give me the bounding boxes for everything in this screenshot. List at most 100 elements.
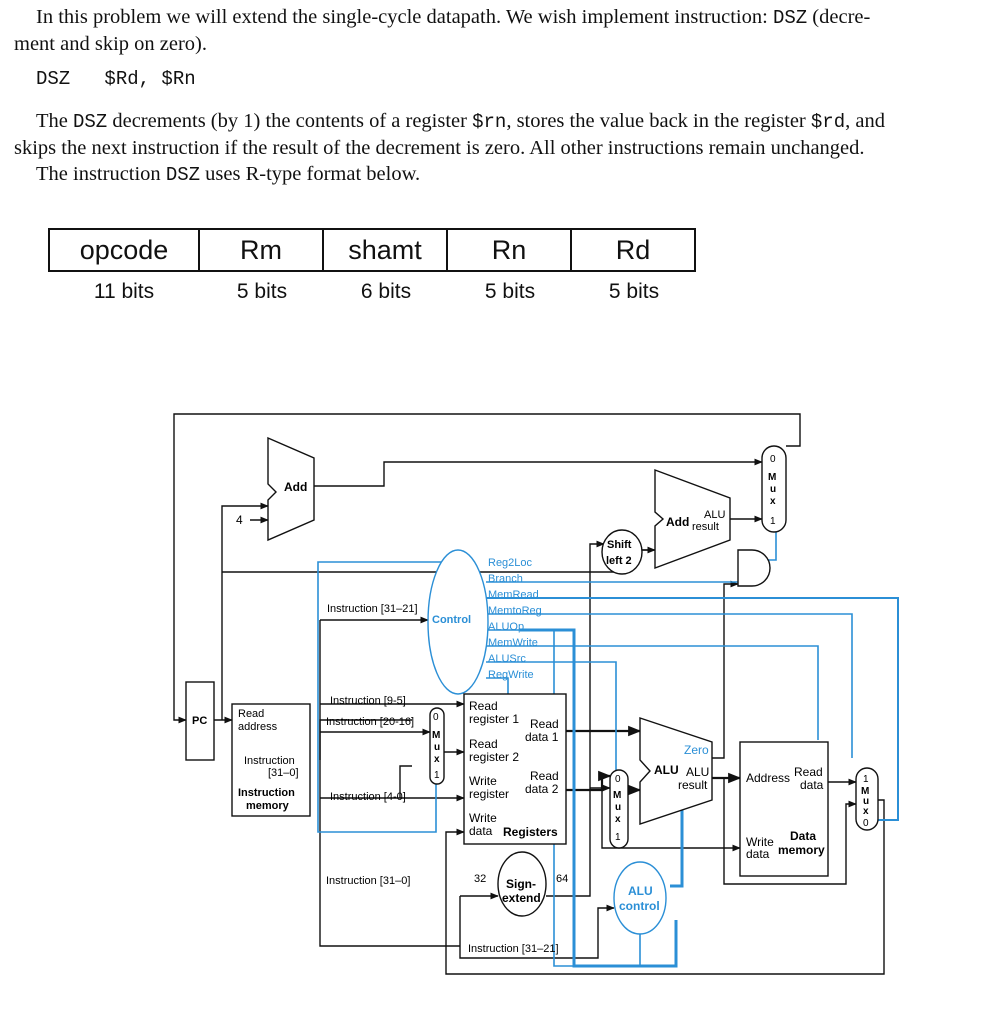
format-bits-row: 11 bits 5 bits 6 bits 5 bits 5 bits <box>48 272 696 312</box>
dm-address-label: Address <box>746 771 790 785</box>
signal-memtoreg: MemtoReg <box>488 605 542 617</box>
dm-title: memory <box>778 843 825 857</box>
alu-control-label: control <box>619 899 660 913</box>
mux-input-0: 0 <box>433 712 439 723</box>
mux-input-0: 0 <box>770 454 776 465</box>
reg-label: Read <box>530 769 559 783</box>
im-title: Instruction <box>238 787 295 799</box>
data-memory <box>739 741 829 877</box>
reg-label: register <box>469 787 509 801</box>
description-paragraph: The DSZ decrements (by 1) the contents o… <box>14 108 974 188</box>
reg-label: Write <box>469 774 497 788</box>
signal-alusrc: ALUSrc <box>488 653 526 665</box>
field-rd: Rd <box>572 228 696 272</box>
reg-label: Write <box>469 811 497 825</box>
mux-input-1: 1 <box>615 832 621 843</box>
instr-31-0-label: Instruction [31–0] <box>326 875 410 887</box>
branch-result-label: result <box>692 521 719 533</box>
mux-letter: x <box>615 814 621 825</box>
reg-label: Read <box>469 699 498 713</box>
im-range-label: [31–0] <box>268 767 299 779</box>
im-instruction-label: Instruction <box>244 755 295 767</box>
format-fields-row: opcode Rm shamt Rn Rd <box>48 228 696 272</box>
reg-label: Read <box>469 737 498 751</box>
rtype-format-table: opcode Rm shamt Rn Rd 11 bits 5 bits 6 b… <box>48 228 696 312</box>
dm-read-label: data <box>800 778 824 792</box>
reg-label: Read <box>530 717 559 731</box>
dm-title: Data <box>790 829 816 843</box>
mux-letter: M <box>432 730 440 741</box>
instr-9-5-label: Instruction [9-5] <box>330 695 406 707</box>
field-rn: Rn <box>448 228 572 272</box>
shift-label: left 2 <box>606 555 632 567</box>
mux-letter: x <box>863 806 869 817</box>
control-label: Control <box>432 614 471 626</box>
control-signals: Reg2Loc Branch MemRead MemtoReg ALUOp Me… <box>488 557 542 681</box>
pc-adder-label: Add <box>284 480 307 494</box>
intro-text-mid: (decre- <box>807 6 871 28</box>
reg-label: register 2 <box>469 750 519 764</box>
pc-adder <box>267 436 315 542</box>
instr-4-0-label: Instruction [4-0] <box>330 791 406 803</box>
intro-text: In this problem we will extend the singl… <box>36 6 773 28</box>
mux-letter: M <box>768 472 776 483</box>
desc-rd: $rd <box>810 111 846 133</box>
signal-reg2loc: Reg2Loc <box>488 557 533 569</box>
mux-input-1: 1 <box>863 774 869 785</box>
reg-label: register 1 <box>469 712 519 726</box>
alusrc-mux <box>609 769 629 849</box>
dm-write-label: data <box>746 847 770 861</box>
shift-left-2 <box>601 529 643 575</box>
reg-label: data 1 <box>525 730 559 744</box>
mux-letter: x <box>770 496 776 507</box>
intro-instr: DSZ <box>772 7 808 29</box>
desc-text: The instruction <box>36 163 166 185</box>
mux-letter: u <box>615 802 621 813</box>
shift-label: Shift <box>607 539 632 551</box>
memtoreg-mux <box>855 767 879 831</box>
im-address-label: address <box>238 721 278 733</box>
sign-extend-label: Sign- <box>506 877 536 891</box>
instruction-memory <box>231 703 311 817</box>
mux-letter: M <box>861 786 869 797</box>
dm-write-label: Write <box>746 835 774 849</box>
signal-aluop: ALUOp <box>488 621 524 633</box>
width-64: 64 <box>556 873 568 885</box>
pc-label: PC <box>192 715 207 727</box>
datapath-wires <box>173 413 885 975</box>
mux-letter: u <box>770 484 776 495</box>
pc-register <box>185 681 215 761</box>
mux-letter: u <box>434 742 440 753</box>
alu-result-label: ALU <box>686 765 709 779</box>
field-shamt: shamt <box>324 228 448 272</box>
sign-extend-label: extend <box>502 891 541 905</box>
signal-memwrite: MemWrite <box>488 637 538 649</box>
bits-rd: 5 bits <box>608 280 660 303</box>
mux-input-1: 1 <box>770 516 776 527</box>
branch-alu-label: ALU <box>704 509 725 521</box>
desc-line2: skips the next instruction if the result… <box>14 137 865 159</box>
pc-source-mux <box>761 445 787 533</box>
desc-instr: DSZ <box>73 111 108 133</box>
field-opcode: opcode <box>48 228 200 272</box>
signal-regwrite: RegWrite <box>488 669 534 681</box>
alu-control <box>613 861 667 935</box>
signal-branch: Branch <box>488 573 523 585</box>
field-rm: Rm <box>200 228 324 272</box>
registers-title: Registers <box>503 825 558 839</box>
mux-letter: x <box>434 754 440 765</box>
aluop-wire <box>520 628 684 968</box>
bits-rn: 5 bits <box>484 280 536 303</box>
mux-input-0: 0 <box>615 774 621 785</box>
register-file <box>463 693 567 845</box>
intro-line2: ment and skip on zero). <box>14 33 207 55</box>
signal-memread: MemRead <box>488 589 539 601</box>
zero-label: Zero <box>684 743 709 757</box>
mux-letter: M <box>613 790 621 801</box>
bits-shamt: 6 bits <box>360 280 412 303</box>
mux-letter: u <box>863 796 869 807</box>
im-read-label: Read <box>238 708 264 720</box>
desc-text: decrements (by 1) the contents of a regi… <box>107 110 473 132</box>
sign-extend <box>497 851 547 917</box>
